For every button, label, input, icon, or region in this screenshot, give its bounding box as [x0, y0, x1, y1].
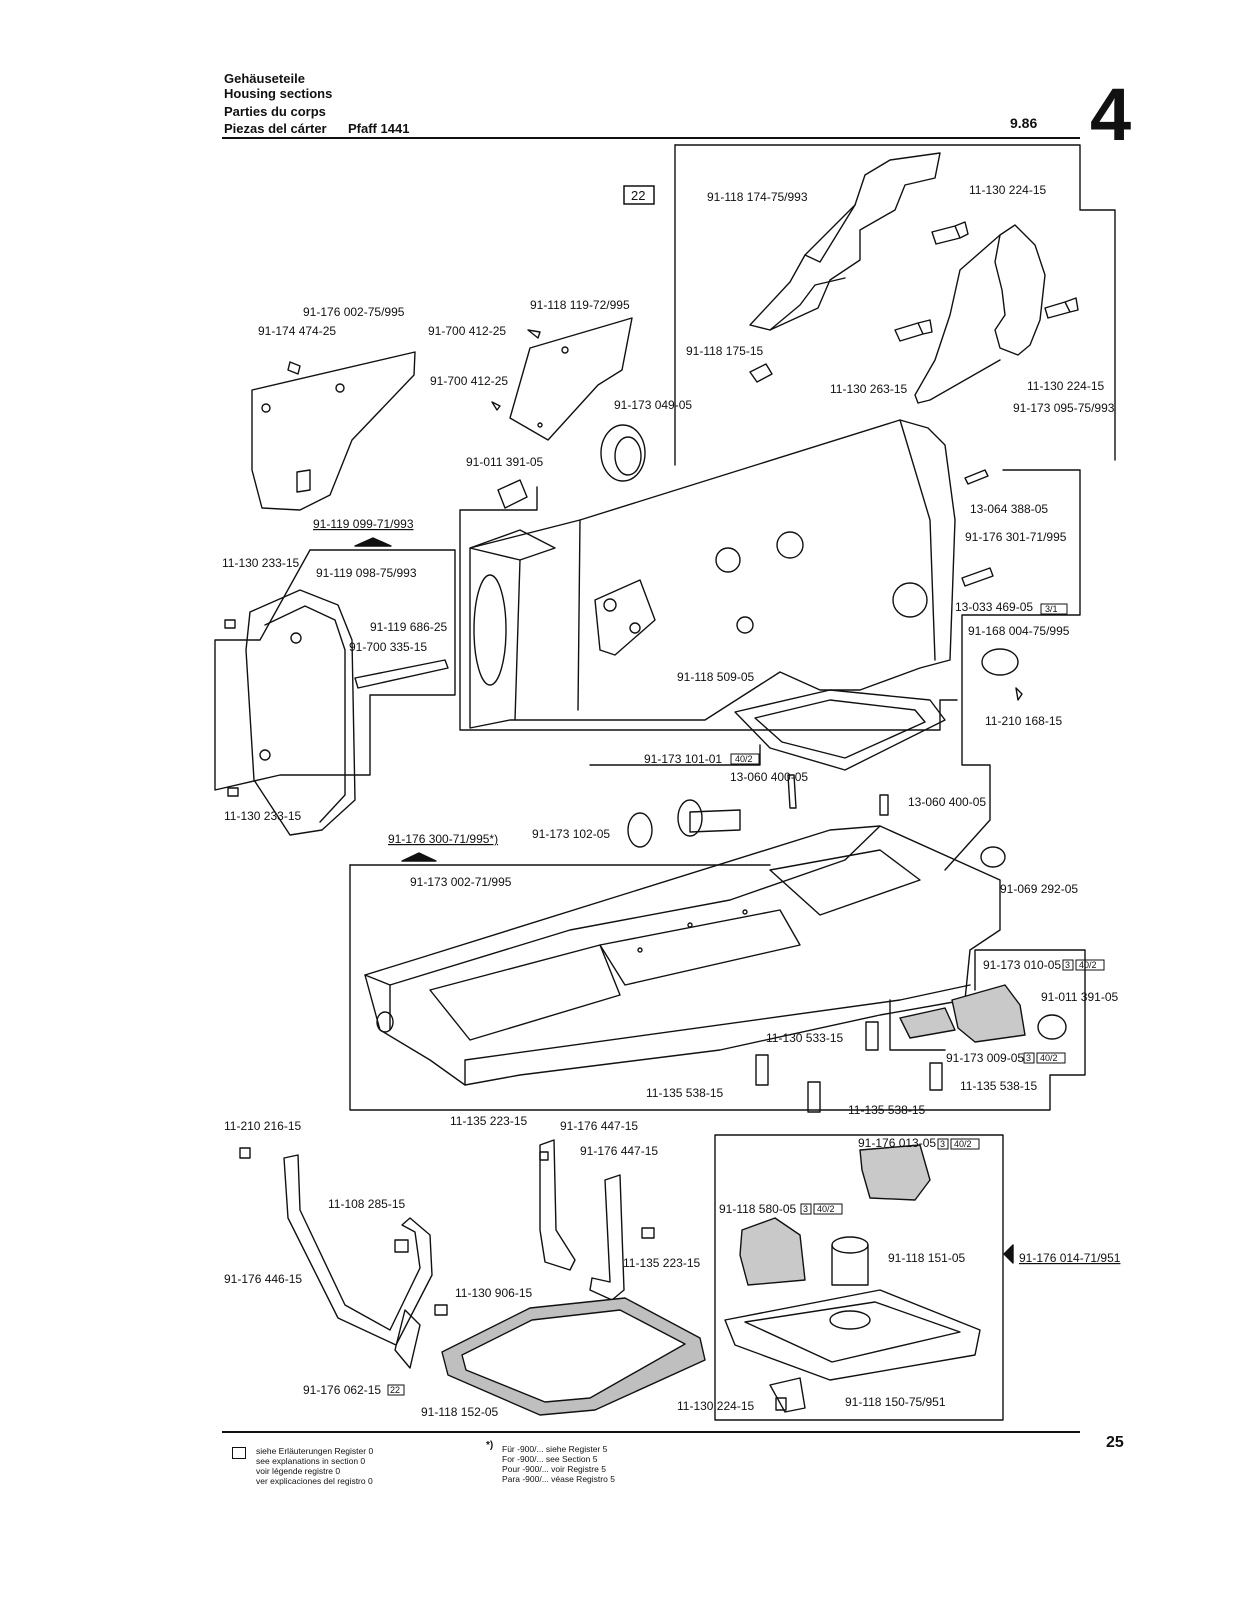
- legend-text: siehe Erläuterungen Register 0 see expla…: [256, 1446, 374, 1486]
- part-label: 91-173 095-75/993: [1013, 401, 1115, 415]
- group-bracket-housing: [459, 486, 958, 731]
- part-label: 91-173 002-71/995: [410, 875, 512, 889]
- part-label: 11-135 223-15: [450, 1114, 528, 1128]
- part-label: 11-130 906-15: [455, 1286, 533, 1300]
- part-label: 91-011 391-05: [1041, 990, 1119, 1004]
- right-cover: [994, 224, 1046, 356]
- side-cover: [245, 589, 356, 836]
- part-label: 91-118 152-05: [421, 1405, 499, 1419]
- group-bracket-oilpan: [714, 1134, 1004, 1421]
- ref-tag: 3: [1065, 960, 1070, 970]
- ref-tag: 40/2: [1040, 1053, 1058, 1063]
- part-label: 13-060 400-05: [908, 795, 986, 809]
- arm-cover: [749, 152, 941, 331]
- rear-plate: [251, 351, 416, 511]
- header-line-en: Housing sections: [224, 86, 333, 101]
- legend-box-icon: [232, 1447, 246, 1459]
- machine-model: Pfaff 1441: [348, 121, 410, 136]
- part-label: 91-176 447-15: [560, 1119, 638, 1133]
- ref-tag: 3: [1026, 1053, 1031, 1063]
- part-label: 11-130 233-15: [222, 556, 300, 570]
- header-line-de: Gehäuseteile: [224, 71, 305, 86]
- part-label: 11-130 224-15: [677, 1399, 755, 1413]
- page-number: 25: [1106, 1434, 1124, 1451]
- part-label: 11-130 233-15: [224, 809, 302, 823]
- part-label: 91-176 301-71/995: [965, 530, 1067, 544]
- bracket-446: [283, 1154, 433, 1346]
- part-label: 11-130 224-15: [969, 183, 1047, 197]
- part-label-assembly: 91-119 099-71/993: [313, 517, 414, 531]
- part-label: 13-064 388-05: [970, 502, 1048, 516]
- part-label: 91-176 062-15: [303, 1383, 381, 1397]
- machine-arm-housing: [469, 419, 956, 729]
- part-label: 91-168 004-75/995: [968, 624, 1070, 638]
- part-label: 11-135 538-15: [848, 1103, 926, 1117]
- part-label: 91-176 002-75/995: [303, 305, 405, 319]
- note-mark: *): [486, 1440, 494, 1451]
- part-label: 11-135 538-15: [960, 1079, 1038, 1093]
- header-rule: [222, 137, 1080, 139]
- note-text: Für -900/... siehe Register 5 For -900/.…: [502, 1444, 615, 1484]
- part-label: 91-176 013-05: [858, 1136, 936, 1150]
- part-label: 91-118 175-15: [686, 344, 764, 358]
- ref-tag: 3: [803, 1204, 808, 1214]
- ref-tag: 40/2: [735, 754, 753, 764]
- part-label: 91-173 010-05: [983, 958, 1061, 972]
- bracket-447-a: [539, 1139, 576, 1271]
- part-label: 91-176 446-15: [224, 1272, 302, 1286]
- part-label: 91-700 335-15: [349, 640, 427, 654]
- part-label: 13-033 469-05: [955, 600, 1033, 614]
- part-label: 91-176 447-15: [580, 1144, 658, 1158]
- ref-tag: 3: [940, 1139, 945, 1149]
- group-bracket-cover: [214, 549, 456, 791]
- oil-pan: [724, 1289, 981, 1381]
- part-label: 11-135 538-15: [646, 1086, 724, 1100]
- issue-date: 9.86: [1010, 115, 1038, 131]
- bracket-447-b: [589, 1174, 625, 1301]
- ref-tag: 3/1: [1045, 604, 1058, 614]
- part-label: 91-173 101-01: [644, 752, 722, 766]
- part-label: 91-173 102-05: [532, 827, 610, 841]
- ref-tag: 40/2: [817, 1204, 835, 1214]
- part-label: 91-069 292-05: [1000, 882, 1078, 896]
- part-label: 91-119 098-75/993: [316, 566, 417, 580]
- ref-tag: 22: [390, 1385, 400, 1395]
- part-label: 91-118 580-05: [719, 1202, 797, 1216]
- part-label: 11-130 224-15: [1027, 379, 1105, 393]
- part-label: 91-118 174-75/993: [707, 190, 808, 204]
- header-line-fr: Parties du corps: [224, 104, 326, 119]
- housing-gasket: [734, 689, 946, 771]
- part-label-assembly: 91-176 300-71/995*): [388, 832, 498, 846]
- oil-plate: [509, 317, 633, 441]
- group-bracket-top: [674, 144, 1116, 461]
- part-label: 91-118 151-05: [888, 1251, 966, 1265]
- ref-tag-22: 22: [631, 188, 645, 203]
- part-label: 11-108 285-15: [328, 1197, 406, 1211]
- part-label: 11-130 533-15: [766, 1031, 844, 1045]
- ref-tag: 40/2: [954, 1139, 972, 1149]
- part-label: 91-700 412-25: [428, 324, 506, 338]
- part-label: 13-060 400-05: [730, 770, 808, 784]
- part-label: 91-174 474-25: [258, 324, 336, 338]
- part-label: 91-119 686-25: [370, 620, 448, 634]
- part-label: 91-118 509-05: [677, 670, 755, 684]
- header-line-es: Piezas del cárter: [224, 121, 327, 136]
- section-number: 4: [1090, 73, 1132, 156]
- part-label: 91-173 009-05: [946, 1051, 1024, 1065]
- ref-tag: 40/2: [1079, 960, 1097, 970]
- part-label: 91-118 150-75/951: [845, 1395, 946, 1409]
- part-label: 91-173 049-05: [614, 398, 692, 412]
- part-label: 11-210 216-15: [224, 1119, 302, 1133]
- part-label: 11-130 263-15: [830, 382, 908, 396]
- part-label: 11-135 223-15: [623, 1256, 701, 1270]
- part-label: 91-011 391-05: [466, 455, 544, 469]
- group-bracket-bed: [349, 864, 1086, 1111]
- part-label-assembly: 91-176 014-71/951: [1019, 1251, 1121, 1265]
- footer-rule: [222, 1431, 1080, 1433]
- part-label: 91-700 412-25: [430, 374, 508, 388]
- part-label: 11-210 168-15: [985, 714, 1063, 728]
- part-label: 91-118 119-72/995: [530, 298, 630, 312]
